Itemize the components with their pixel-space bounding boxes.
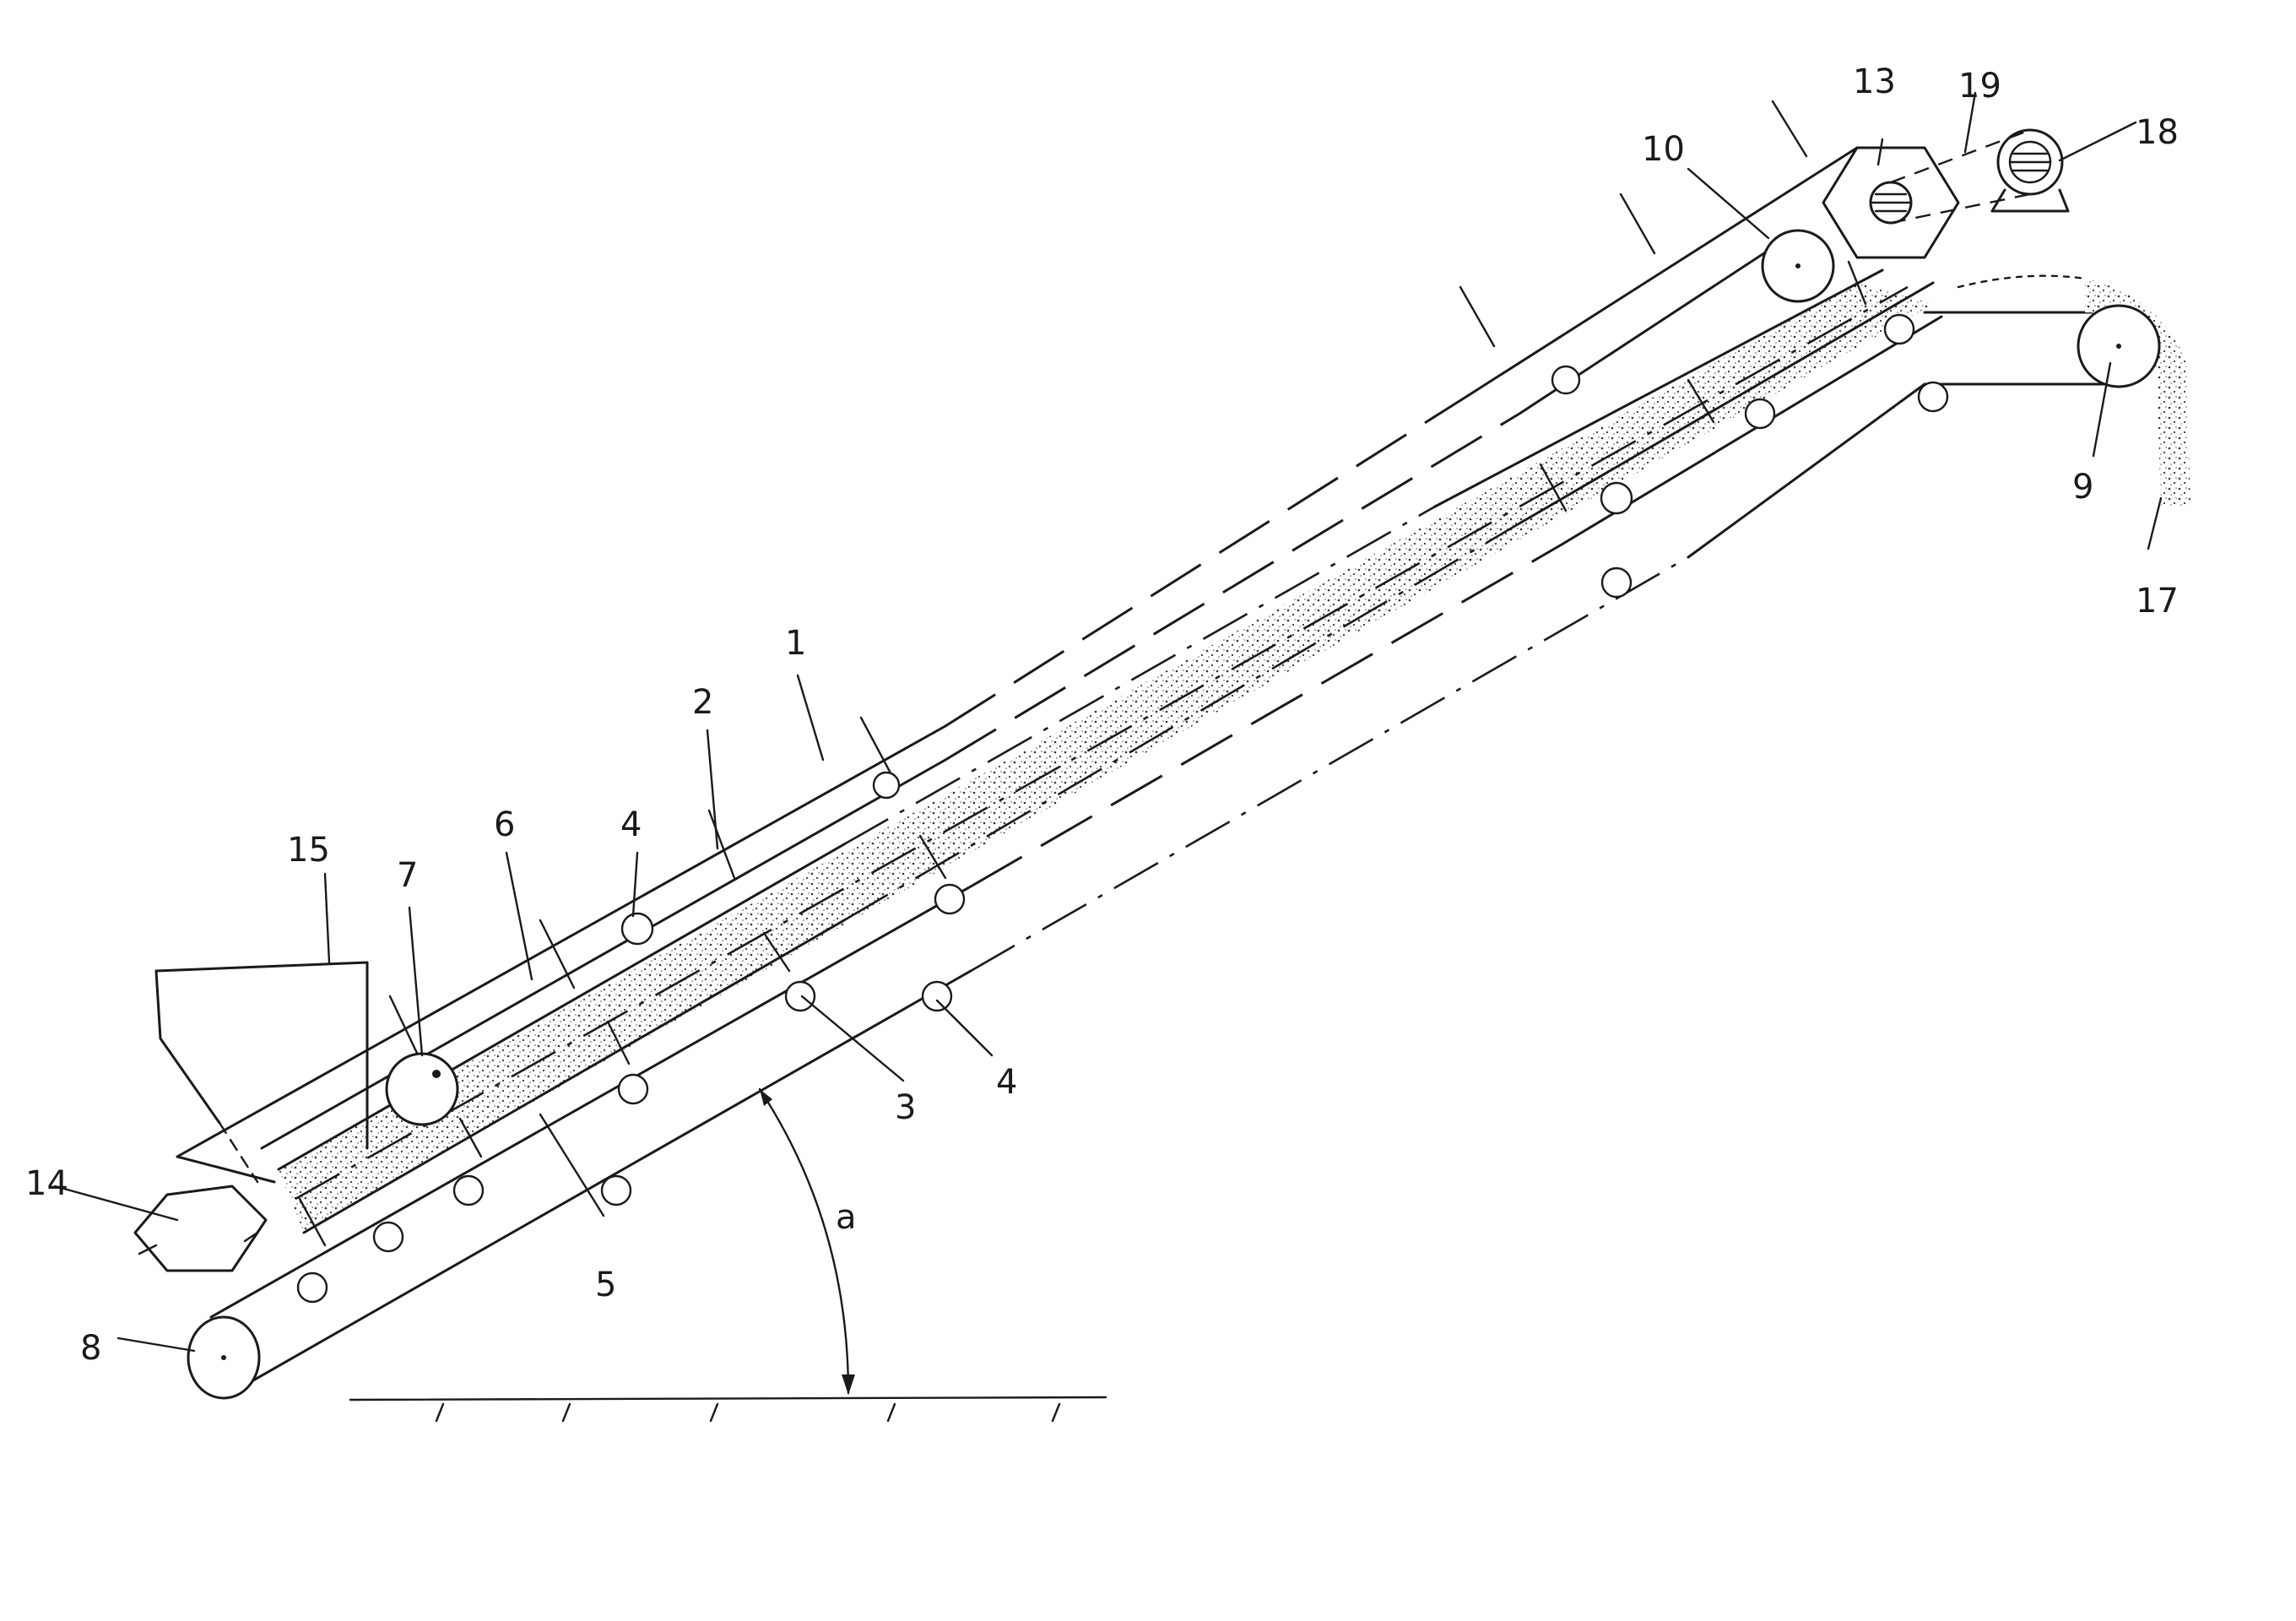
head-drive-housing [1822, 146, 1960, 259]
hopper [154, 961, 369, 1184]
discharge-flow [1957, 274, 2190, 507]
upper-casing [176, 146, 1859, 1184]
label-9: 9 [2072, 468, 2093, 507]
label-18: 18 [2136, 113, 2179, 152]
label-1: 1 [785, 624, 806, 663]
belt-cleats [298, 100, 1867, 1247]
pulley-7 [385, 1052, 459, 1126]
label-4b: 4 [996, 1063, 1017, 1102]
label-7: 7 [397, 856, 418, 895]
label-17: 17 [2136, 582, 2179, 621]
label-8: 8 [80, 1329, 101, 1368]
lower-frame [209, 311, 2120, 1399]
label-13: 13 [1853, 62, 1896, 101]
callout-labels: 1 2 3 4 4 5 6 7 8 9 10 13 14 15 17 18 19… [25, 62, 2179, 1368]
label-angle: a [836, 1198, 857, 1237]
label-10: 10 [1642, 130, 1685, 169]
leader-lines [53, 91, 2163, 1353]
label-2: 2 [692, 683, 713, 722]
label-15: 15 [287, 831, 330, 870]
ground-and-angle [349, 1087, 1107, 1423]
label-3: 3 [895, 1088, 916, 1127]
label-5: 5 [595, 1266, 616, 1304]
label-6: 6 [494, 805, 515, 844]
label-19: 19 [1958, 67, 2001, 106]
motor [1890, 128, 2070, 225]
upper-belt [277, 268, 1935, 1234]
label-4a: 4 [620, 805, 642, 844]
idler-rollers [296, 313, 1949, 1304]
tail-drive-housing [133, 1185, 268, 1272]
label-14: 14 [25, 1164, 68, 1203]
pulleys [187, 229, 2161, 1400]
